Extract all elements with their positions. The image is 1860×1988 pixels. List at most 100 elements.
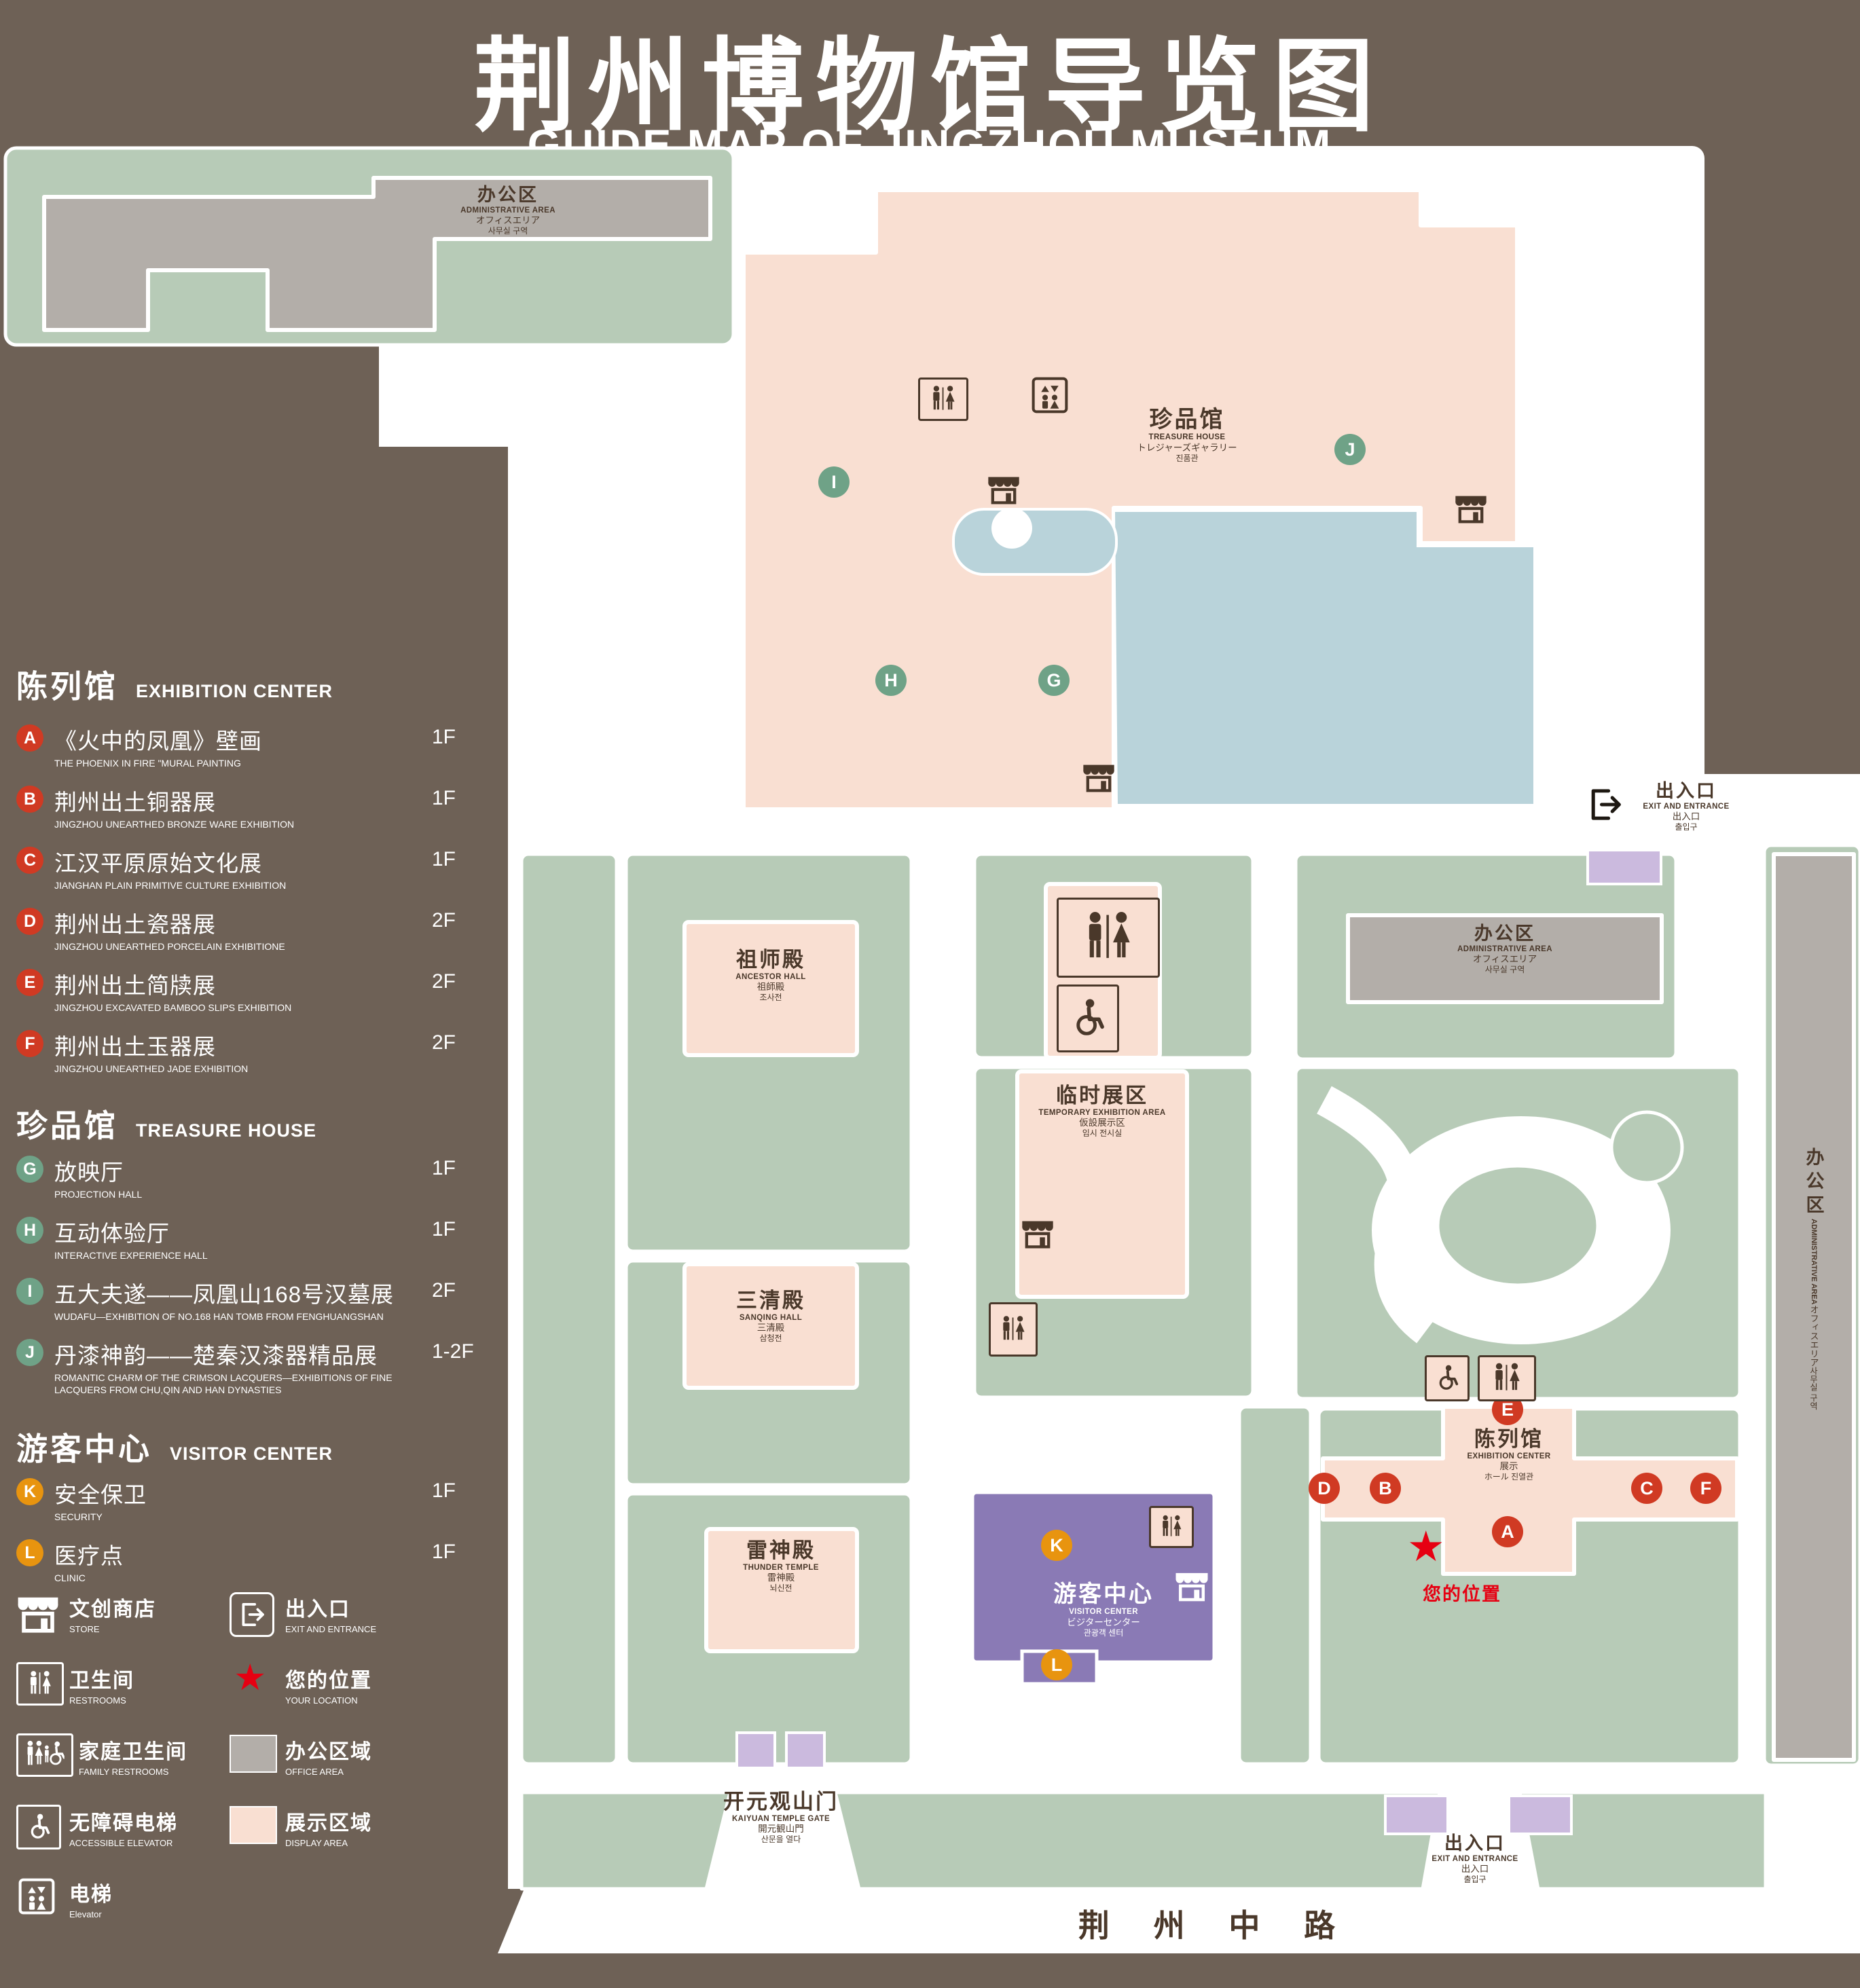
legend-item-i: I 五大夫遂——凤凰山168号汉墓展 WUDAFU—EXHIBITION OF …	[16, 1276, 492, 1323]
label-admin-top-ko: 사무실 구역	[488, 226, 528, 236]
garden-path-arm	[1317, 1086, 1436, 1344]
pond-inlet	[952, 508, 1118, 576]
legend-symbol-family-en: FAMILY RESTROOMS	[79, 1767, 169, 1777]
label-admin-mid-ko: 사무실 구역	[1484, 965, 1525, 975]
legend-item-d: D 荆州出土瓷器展 JINGZHOU UNEARTHED PORCELAIN E…	[16, 906, 492, 953]
gate-pad-left	[735, 1731, 776, 1769]
label-exit-top-zh2: 出入口	[1672, 811, 1700, 822]
legend-item-f-zh: 荆州出土玉器展	[54, 1034, 216, 1059]
grounds-west-strip	[519, 852, 619, 1766]
location-star-icon: ★	[234, 1657, 267, 1698]
legend-symbol-accessible-elevator: 无障碍电梯 ACCESSIBLE ELEVATOR	[69, 1806, 178, 1848]
label-exhibition-center: 陈列馆 EXHIBITION CENTER 展示 ホール 진열관	[1407, 1427, 1611, 1481]
label-temporary-en: TEMPORARY EXHIBITION AREA	[1038, 1108, 1166, 1117]
legend-item-c-floor: 1F	[432, 848, 456, 870]
legend-item-g-zh: 放映厅	[54, 1160, 124, 1185]
legend-badge-e: E	[16, 969, 43, 996]
legend-symbol-store-en: STORE	[69, 1624, 100, 1634]
legend-item-h-zh: 互动体验厅	[54, 1221, 170, 1246]
restroom-icon	[16, 1662, 64, 1706]
grounds-south-strip-mid	[833, 1790, 1442, 1891]
label-exhibition-ja: 展示	[1499, 1461, 1518, 1472]
label-thunder-temple: 雷神殿 THUNDER TEMPLE 雷神殿 뇌신전	[699, 1539, 862, 1593]
legend-symbol-office-en: OFFICE AREA	[285, 1767, 344, 1777]
legend-badge-h: H	[16, 1217, 43, 1244]
legend-symbol-display-area: 展示区域 DISPLAY AREA	[285, 1806, 372, 1848]
map-badge-i: I	[818, 466, 850, 498]
legend-item-a: A 《火中的凤凰》壁画 THE PHOENIX IN FIRE "MURAL P…	[16, 723, 492, 770]
legend-item-i-zh: 五大夫遂——凤凰山168号汉墓展	[54, 1282, 395, 1307]
legend-item-l-zh: 医疗点	[54, 1543, 124, 1568]
legend-item-b-en: JINGZHOU UNEARTHED BRONZE WARE EXHIBITIO…	[54, 819, 295, 830]
legend-symbol-exit-en: EXIT AND ENTRANCE	[285, 1624, 377, 1634]
legend-item-e-en: JINGZHOU EXCAVATED BAMBOO SLIPS EXHIBITI…	[54, 1002, 292, 1013]
legend-symbol-elevator-zh: 电梯	[69, 1883, 113, 1906]
exit-icon	[1585, 785, 1624, 824]
legend-item-k-en: SECURITY	[54, 1511, 103, 1522]
label-exit-top-zh: 出入口	[1656, 781, 1717, 801]
legend-item-g: G 放映厅 PROJECTION HALL 1F	[16, 1154, 492, 1201]
label-thunder-ja: 雷神殿	[767, 1572, 795, 1583]
label-exhibition-zh: 陈列馆	[1474, 1427, 1544, 1451]
pond-island	[991, 508, 1032, 549]
label-exit-top: 出入口 EXIT AND ENTRANCE 出入口 출입구	[1628, 781, 1744, 832]
store-icon	[985, 471, 1023, 509]
legend-badge-k: K	[16, 1478, 43, 1505]
label-exit-bottom: 出入口 EXIT AND ENTRANCE 出入口 출입구	[1407, 1833, 1543, 1885]
map-badge-l: L	[1041, 1649, 1072, 1680]
label-sanqing-zh: 三清殿	[736, 1289, 805, 1312]
legend-item-d-floor: 2F	[432, 909, 456, 932]
legend-item-h-floor: 1F	[432, 1218, 456, 1240]
legend-symbol-restrooms-en: RESTROOMS	[69, 1695, 126, 1706]
legend-item-e: E 荆州出土简牍展 JINGZHOU EXCAVATED BAMBOO SLIP…	[16, 968, 492, 1014]
legend-badge-d: D	[16, 908, 43, 935]
legend-badge-a: A	[16, 724, 43, 752]
label-treasure-en: TREASURE HOUSE	[1148, 433, 1226, 442]
entrance-pad-bottom-right	[1508, 1794, 1573, 1835]
legend-item-h-en: INTERACTIVE EXPERIENCE HALL	[54, 1250, 208, 1261]
road-jingzhou-middle	[498, 1889, 1860, 1953]
label-gate-en: KAIYUAN TEMPLE GATE	[731, 1814, 831, 1823]
legend-symbol-family-restrooms: 家庭卫生间 FAMILY RESTROOMS	[79, 1735, 187, 1777]
label-temporary-exhibition: 临时展区 TEMPORARY EXHIBITION AREA 仮設展示区 임시 …	[1014, 1084, 1190, 1138]
legend-symbol-office-area: 办公区域 OFFICE AREA	[285, 1735, 372, 1777]
label-admin-top-zh: 办公区	[477, 185, 539, 205]
legend-symbol-store-zh: 文创商店	[69, 1598, 156, 1621]
label-exit-top-ko: 출입구	[1675, 822, 1698, 832]
map-badge-k: K	[1041, 1530, 1072, 1561]
legend-item-g-en: PROJECTION HALL	[54, 1189, 143, 1200]
label-temporary-zh: 临时展区	[1056, 1084, 1148, 1107]
legend-symbol-accessible-en: ACCESSIBLE ELEVATOR	[69, 1838, 173, 1848]
elevator-icon	[1029, 375, 1070, 416]
map-badge-a: A	[1492, 1516, 1523, 1547]
legend-item-h: H 互动体验厅 INTERACTIVE EXPERIENCE HALL 1F	[16, 1215, 492, 1262]
legend-item-j-zh: 丹漆神韵——楚秦汉漆器精品展	[54, 1343, 378, 1368]
legend-symbol-restrooms: 卫生间 RESTROOMS	[69, 1663, 134, 1706]
building-ancestor-hall	[682, 920, 859, 1057]
legend-symbol-office-zh: 办公区域	[285, 1741, 372, 1763]
label-exhibition-ko: ホール 진열관	[1484, 1472, 1534, 1482]
legend-item-i-floor: 2F	[432, 1279, 456, 1302]
label-sanqing-hall: 三清殿 SANQING HALL 三清殿 삼청전	[689, 1289, 852, 1343]
legend-symbol-family-zh: 家庭卫生间	[79, 1741, 187, 1763]
label-exit-bottom-zh: 出入口	[1444, 1833, 1506, 1854]
legend-badge-f: F	[16, 1030, 43, 1057]
label-gate-zh: 开元观山门	[723, 1790, 839, 1814]
legend-item-c-zh: 江汉平原原始文化展	[54, 851, 262, 876]
label-sanqing-ja: 三清殿	[756, 1323, 785, 1333]
label-treasure-house: 珍品馆 TREASURE HOUSE トレジャーズギャラリー 진품관	[1078, 406, 1296, 463]
legend-symbol-restrooms-zh: 卫生间	[69, 1670, 134, 1692]
accessible-elevator-icon	[16, 1805, 61, 1849]
grounds-south-strip-right	[1518, 1790, 1768, 1891]
legend-badge-c: C	[16, 847, 43, 874]
legend-symbol-elevator: 电梯 Elevator	[69, 1877, 113, 1919]
store-icon	[1080, 759, 1118, 797]
legend-item-j: J 丹漆神韵——楚秦汉漆器精品展 ROMANTIC CHARM OF THE C…	[16, 1338, 492, 1396]
label-exhibition-en: EXHIBITION CENTER	[1467, 1452, 1551, 1460]
legend-item-c: C 江汉平原原始文化展 JIANGHAN PLAIN PRIMITIVE CUL…	[16, 845, 492, 892]
label-exit-top-en: EXIT AND ENTRANCE	[1643, 802, 1730, 811]
map-badge-j: J	[1334, 434, 1366, 465]
grounds-south-strip-left	[519, 1790, 732, 1891]
gate-pad-right	[785, 1731, 826, 1769]
